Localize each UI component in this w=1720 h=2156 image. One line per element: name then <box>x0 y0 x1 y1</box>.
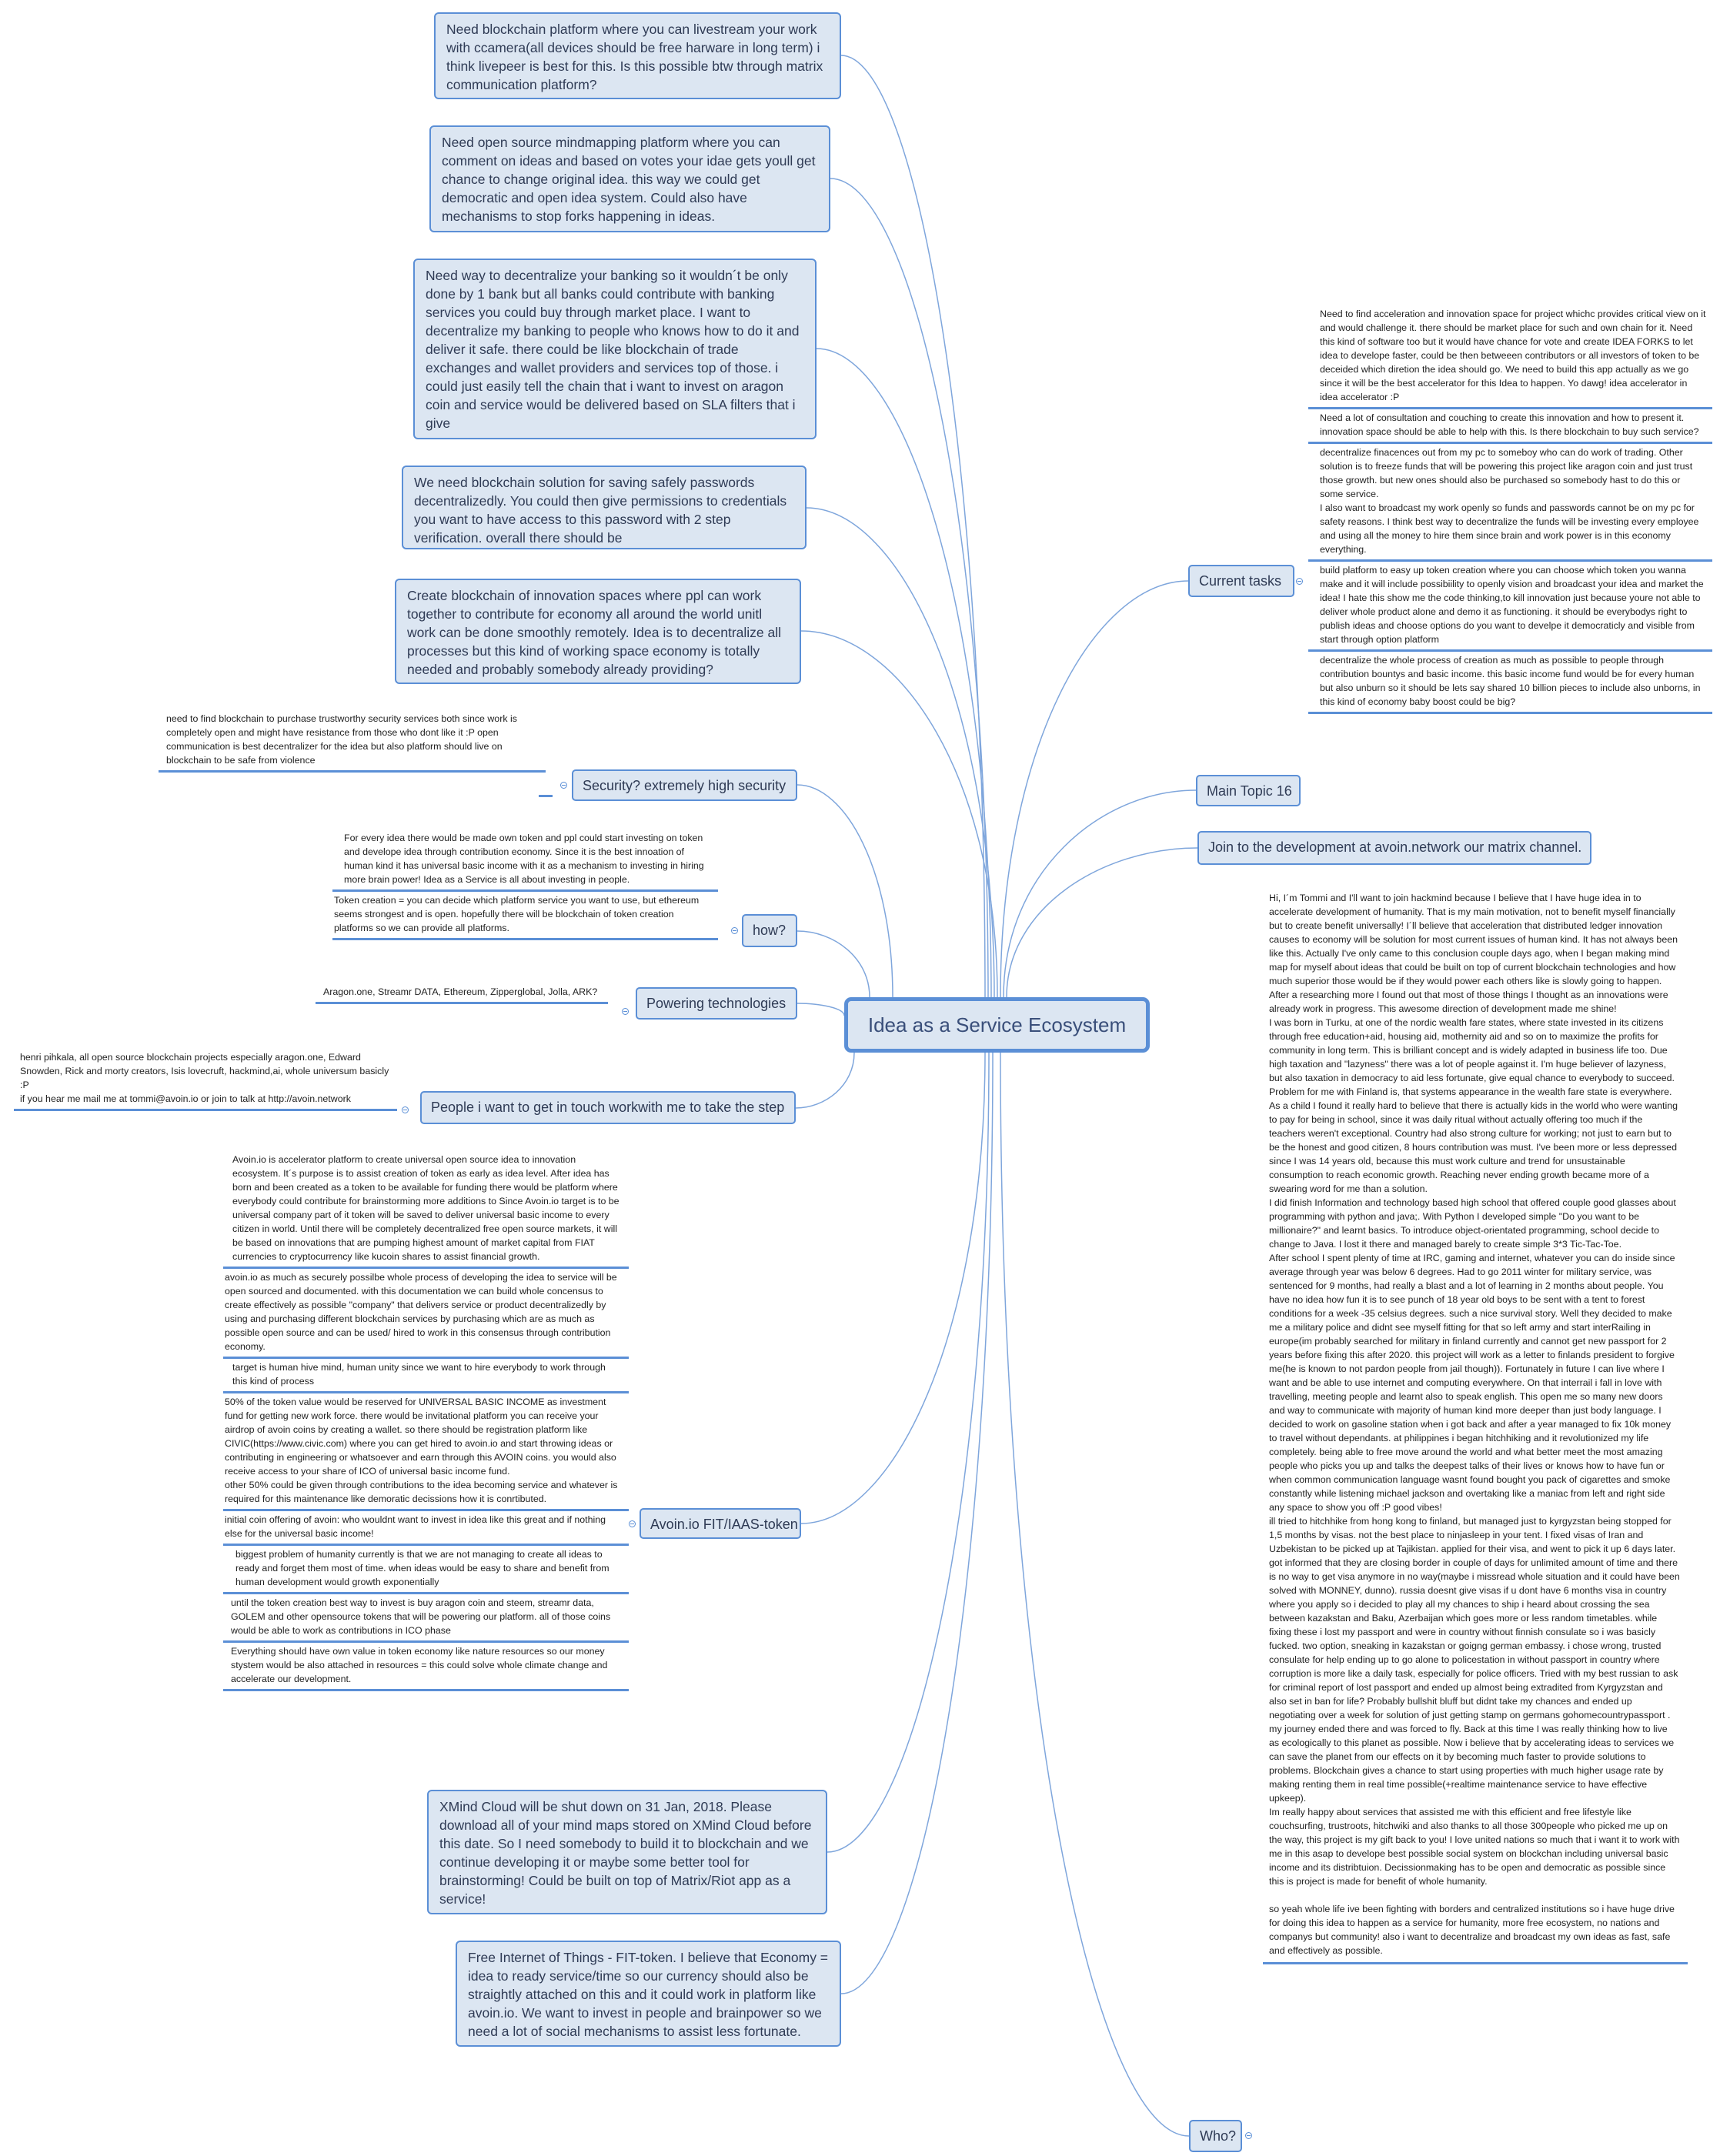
note-item: Need a lot of consultation and couching … <box>1308 409 1712 444</box>
collapse-toggle-icon[interactable] <box>402 1106 409 1113</box>
collapse-toggle-icon[interactable] <box>629 1520 636 1527</box>
note-item: biggest problem of humanity currently is… <box>223 1546 629 1594</box>
link-current-tasks <box>1000 580 1189 998</box>
topic-powering-technologies[interactable]: Powering technologies <box>636 987 797 1020</box>
note-text: Avoin.io is accelerator platform to crea… <box>232 1154 620 1262</box>
note-text: 50% of the token value would be reserved… <box>225 1397 618 1504</box>
idea-box-passwords[interactable]: We need blockchain solution for saving s… <box>402 466 807 549</box>
note-text: decentralize the whole process of creati… <box>1320 655 1701 707</box>
note-item: until the token creation best way to inv… <box>223 1594 629 1643</box>
topic-how[interactable]: how? <box>742 914 797 947</box>
idea-box-livestream[interactable]: Need blockchain platform where you can l… <box>434 12 841 99</box>
contact-info: if you hear me mail me at tommi@avoin.io… <box>20 1093 351 1104</box>
link-mindmapping <box>830 178 989 998</box>
note-text: Everything should have own value in toke… <box>231 1646 608 1684</box>
link-main-topic-16 <box>1003 789 1197 998</box>
people-note: henri pihkala, all open source blockchai… <box>14 1050 397 1111</box>
note-text: Need to find acceleration and innovation… <box>1320 309 1706 402</box>
collapse-toggle-icon[interactable] <box>560 782 567 789</box>
link-people <box>795 1052 855 1109</box>
link-fit <box>840 1052 994 1994</box>
idea-box-innovation-spaces[interactable]: Create blockchain of innovation spaces w… <box>395 579 801 684</box>
idea-box-fit-token[interactable]: Free Internet of Things - FIT-token. I b… <box>456 1941 841 2047</box>
how-note: Token creation = you can decide which pl… <box>332 892 718 940</box>
security-empty-item <box>539 795 553 797</box>
note-text: biggest problem of humanity currently is… <box>235 1549 610 1587</box>
who-paragraph: Hi, I´m Tommi and I'll want to join hack… <box>1269 893 1678 1014</box>
link-innovation-spaces <box>800 630 998 998</box>
topic-main-topic-16[interactable]: Main Topic 16 <box>1196 775 1301 806</box>
note-item: Everything should have own value in toke… <box>223 1643 629 1691</box>
note-item: initial coin offering of avoin: who woul… <box>223 1511 629 1546</box>
link-xmind <box>827 1052 990 1853</box>
note-item: Avoin.io is accelerator platform to crea… <box>223 1151 629 1269</box>
collapse-toggle-icon[interactable] <box>731 927 738 934</box>
note-item: avoin.io as much as securely possilbe wh… <box>223 1269 629 1359</box>
note-item: decentralize finacences out from my pc t… <box>1308 444 1712 562</box>
link-livestream <box>840 55 986 998</box>
who-paragraph: Im really happy about services that assi… <box>1269 1807 1680 1887</box>
people-list: henri pihkala, all open source blockchai… <box>20 1052 389 1090</box>
who-paragraph: I did finish Information and technology … <box>1269 1197 1676 1250</box>
how-notes: For every idea there would be made own t… <box>332 829 718 940</box>
idea-box-xmind-cloud[interactable]: XMind Cloud will be shut down on 31 Jan,… <box>427 1790 827 1914</box>
who-paragraph: After school I spent plenty of time at I… <box>1269 1253 1675 1513</box>
link-banking <box>816 348 992 998</box>
collapse-toggle-icon[interactable] <box>622 1008 629 1015</box>
collapse-toggle-icon[interactable] <box>1296 578 1303 585</box>
current-tasks-notes: Need to find acceleration and innovation… <box>1308 305 1712 714</box>
central-topic[interactable]: Idea as a Service Ecosystem <box>844 997 1150 1053</box>
topic-current-tasks[interactable]: Current tasks <box>1188 565 1294 597</box>
topic-avoin-token[interactable]: Avoin.io FIT/IAAS-token <box>640 1508 801 1539</box>
note-item: decentralize the whole process of creati… <box>1308 652 1712 714</box>
note-text: decentralize finacences out from my pc t… <box>1320 447 1699 555</box>
note-text: avoin.io as much as securely possilbe wh… <box>225 1272 617 1352</box>
topic-who[interactable]: Who? <box>1189 2120 1242 2152</box>
who-paragraph <box>1269 1888 1680 1902</box>
note-text: until the token creation best way to inv… <box>231 1597 611 1636</box>
who-paragraph: Problem for me with Finland is, that sys… <box>1269 1086 1678 1194</box>
link-avoin <box>800 1052 986 1524</box>
note-item: build platform to easy up token creation… <box>1308 562 1712 652</box>
note-item: target is human hive mind, human unity s… <box>223 1359 629 1393</box>
note-item: 50% of the token value would be reserved… <box>223 1393 629 1511</box>
who-paragraph: I was born in Turku, at one of the nordi… <box>1269 1017 1675 1083</box>
avoin-notes: Avoin.io is accelerator platform to crea… <box>223 1151 629 1691</box>
note-text: For every idea there would be made own t… <box>344 833 704 885</box>
how-note: For every idea there would be made own t… <box>332 829 718 892</box>
who-notes: Hi, I´m Tommi and I'll want to join hack… <box>1263 891 1688 1964</box>
link-passwords <box>806 507 995 998</box>
who-paragraph: so yeah whole life ive been fighting wit… <box>1269 1904 1675 1956</box>
central-topic-title: Idea as a Service Ecosystem <box>867 1013 1127 1036</box>
topic-join-development[interactable]: Join to the development at avoin.network… <box>1197 831 1591 865</box>
link-security <box>797 784 893 998</box>
security-note: need to find blockchain to purchase trus… <box>159 712 546 773</box>
link-powering <box>797 1003 845 1016</box>
note-text: Token creation = you can decide which pl… <box>334 895 700 933</box>
idea-box-banking[interactable]: Need way to decentralize your banking so… <box>413 259 817 439</box>
topic-people[interactable]: People i want to get in touch workwith m… <box>420 1091 796 1124</box>
note-item: Need to find acceleration and innovation… <box>1308 305 1712 409</box>
note-text: Need a lot of consultation and couching … <box>1320 412 1699 437</box>
note-text: target is human hive mind, human unity s… <box>232 1362 606 1387</box>
link-join <box>1006 847 1198 998</box>
powering-note: Aragon.one, Streamr DATA, Ethereum, Zipp… <box>316 985 608 1004</box>
note-text: build platform to easy up token creation… <box>1320 565 1704 645</box>
link-how <box>797 930 870 998</box>
idea-box-mindmapping[interactable]: Need open source mindmapping platform wh… <box>429 125 830 232</box>
who-paragraph: ill tried to hitchhike from hong kong to… <box>1269 1516 1680 1804</box>
link-who <box>1000 1052 1190 2137</box>
note-text: initial coin offering of avoin: who woul… <box>225 1514 606 1539</box>
topic-security[interactable]: Security? extremely high security <box>572 769 797 801</box>
collapse-toggle-icon[interactable] <box>1245 2132 1252 2139</box>
